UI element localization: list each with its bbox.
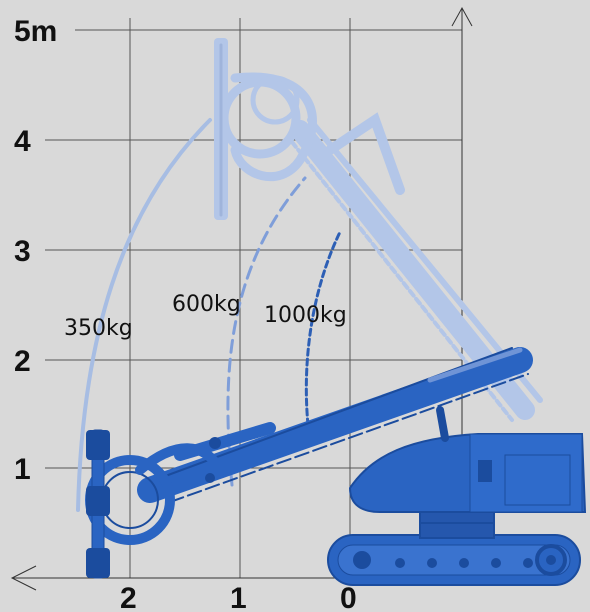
x-tick-1: 1 [230,582,247,612]
y-tick-4: 4 [14,125,31,158]
crawler-machine [327,433,587,586]
lowered-arm [85,347,533,579]
x-axis-labels: 2 1 0 [120,582,357,612]
label-600kg: 600kg [172,292,241,317]
grid [45,18,462,578]
y-tick-5m: 5m [14,15,57,48]
label-1000kg: 1000kg [264,303,347,328]
curve-1000kg [304,230,342,427]
x-tick-0: 0 [340,582,357,612]
y-tick-2: 2 [14,345,31,378]
y-axis-labels: 5m 4 3 2 1 [14,15,57,486]
y-tick-1: 1 [14,453,31,486]
load-labels: 350kg 600kg 1000kg [64,292,347,341]
x-tick-2: 2 [120,582,137,612]
y-tick-3: 3 [14,235,31,268]
curve-350kg [76,118,212,512]
label-350kg: 350kg [64,316,133,341]
